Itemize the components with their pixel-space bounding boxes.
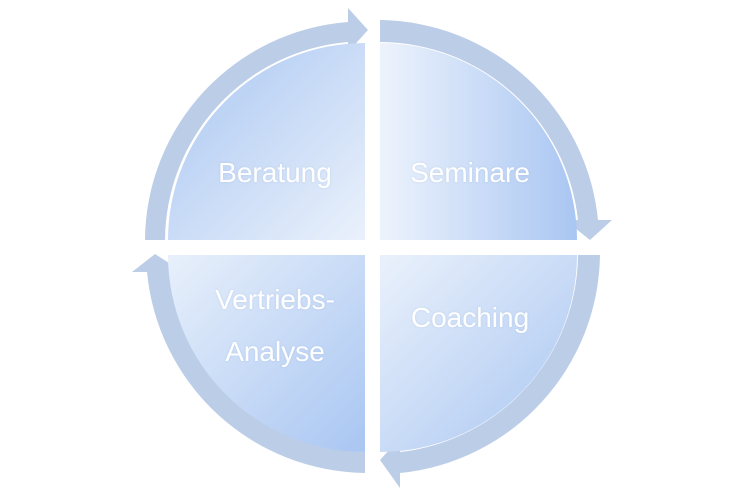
- label-beratung: Beratung: [195, 155, 355, 191]
- arrow-top-right: [380, 20, 612, 240]
- arrow-bottom-right: [380, 255, 600, 488]
- fill-top-left: [168, 43, 365, 240]
- label-coaching: Coaching: [390, 300, 550, 336]
- fill-bottom-left: [168, 255, 365, 452]
- quadrant-bottom-right: [380, 255, 600, 488]
- vertriebs-text: Vertriebs-: [215, 284, 335, 315]
- fill-top-right: [380, 43, 577, 240]
- coaching-text: Coaching: [410, 302, 530, 333]
- arrow-top-left: [145, 8, 368, 240]
- arrow-bottom-left: [132, 254, 365, 473]
- label-seminare: Seminare: [390, 155, 550, 191]
- quadrant-top-left: [145, 8, 368, 240]
- fill-bottom-right: [380, 255, 577, 452]
- quadrant-bottom-left: [132, 254, 365, 473]
- label-vertriebs-analyse: Vertriebs- Analyse: [190, 274, 360, 378]
- seminare-text: Seminare: [410, 157, 530, 188]
- beratung-text: Beratung: [218, 157, 332, 188]
- quadrant-top-right: [380, 20, 612, 240]
- analyse-text: Analyse: [225, 336, 325, 367]
